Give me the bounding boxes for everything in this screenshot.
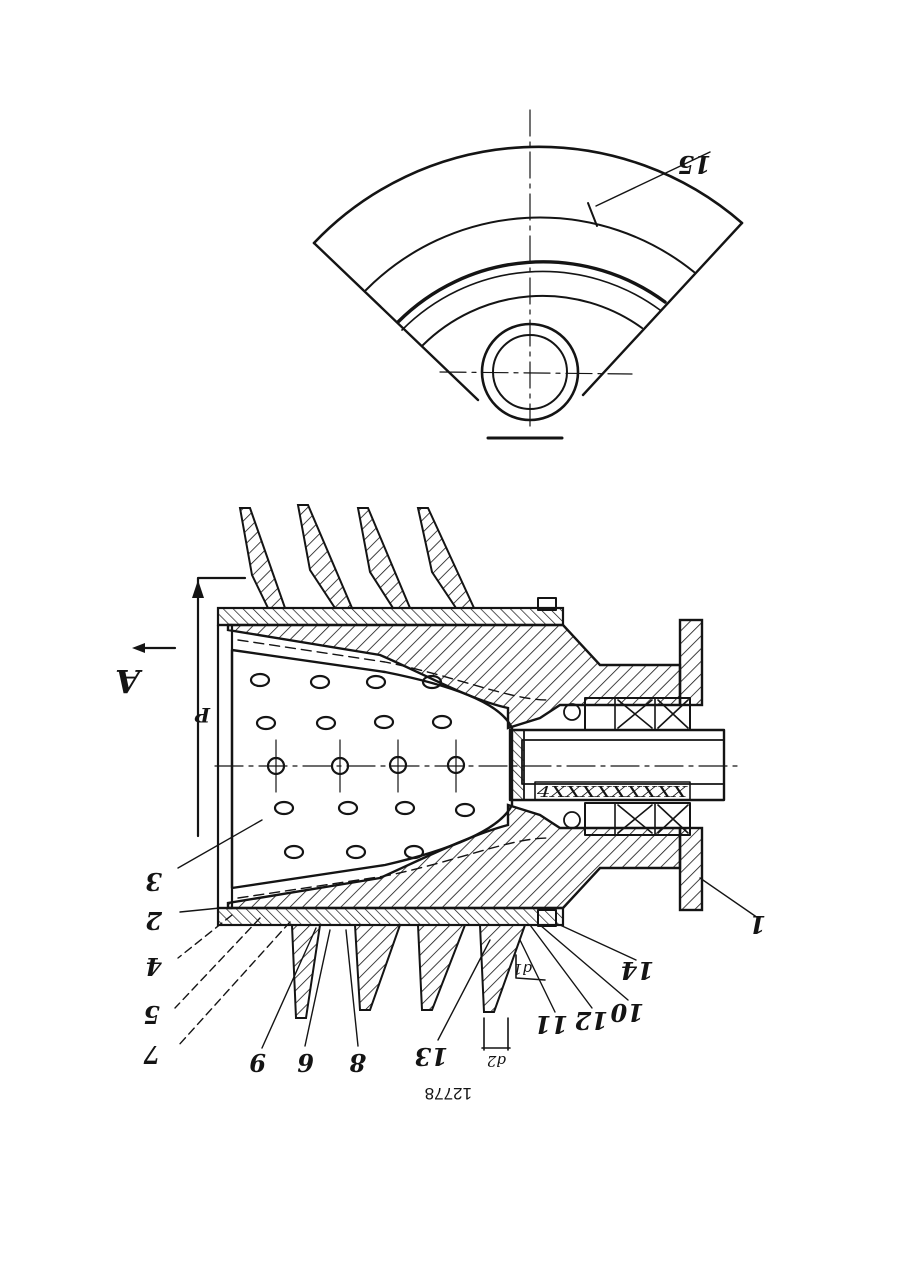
callout-11: 11 [535, 1010, 568, 1039]
section-view: 4XXXXXXXXX [132, 505, 758, 1050]
fins-top [240, 505, 474, 608]
dimension-d2: d2 [487, 1052, 506, 1070]
callout-5: 5 [143, 1000, 160, 1029]
view-label-a: A [115, 662, 143, 700]
callout-7: 7 [143, 1040, 160, 1069]
fins-bottom [292, 925, 525, 1018]
callout-13: 13 [415, 1042, 448, 1071]
callout-9: 9 [249, 1048, 266, 1077]
callout-4: 4 [145, 952, 162, 981]
callout-12: 12 [575, 1006, 608, 1035]
callout-8: 8 [349, 1048, 367, 1077]
callout-3: 3 [145, 867, 162, 896]
insert-text: 4XXXXXXXXX [536, 783, 689, 801]
page-number: 12778 [425, 1084, 472, 1103]
callout-6: 6 [297, 1048, 314, 1077]
callout-1: 1 [749, 910, 766, 939]
callout-2: 2 [145, 906, 163, 935]
force-label-p: P [194, 703, 211, 727]
callout-15: 15 [678, 150, 711, 179]
callout-10: 10 [610, 998, 644, 1027]
callout-14: 14 [621, 956, 654, 985]
dimension-d1: d1 [513, 960, 532, 978]
